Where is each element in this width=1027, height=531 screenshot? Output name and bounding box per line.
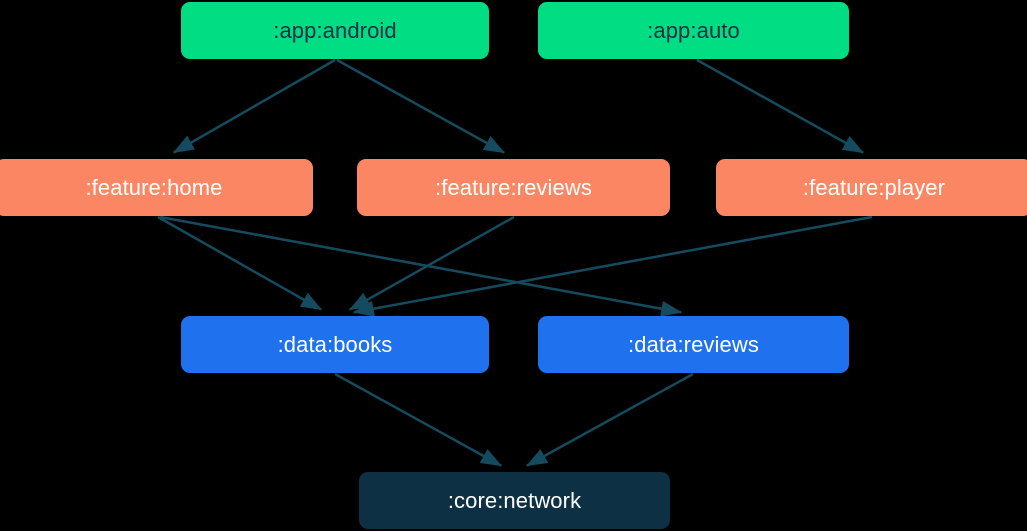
edge-data-books-to-core-network (334, 372, 502, 467)
edge-feature-home-to-data-books (157, 215, 323, 311)
node-label: :feature:home (85, 174, 223, 200)
node-label: :core:network (447, 487, 582, 513)
node-core-network[interactable]: :core:network (359, 472, 670, 529)
edge-feature-player-to-data-books (352, 215, 873, 317)
node-label: :app:android (273, 17, 397, 43)
edge-data-reviews-to-core-network (526, 372, 694, 467)
edge-feature-reviews-to-data-books (348, 215, 515, 311)
node-label: :data:reviews (628, 331, 759, 357)
edge-app-auto-to-feature-player (696, 58, 865, 154)
node-label: :feature:reviews (435, 174, 592, 200)
node-data-reviews[interactable]: :data:reviews (538, 316, 849, 373)
edge-feature-home-to-data-reviews (159, 215, 683, 317)
node-label: :feature:player (802, 174, 946, 200)
node-label: :app:auto (647, 17, 740, 43)
node-label: :data:books (277, 331, 393, 357)
node-app-auto[interactable]: :app:auto (538, 2, 849, 59)
node-data-books[interactable]: :data:books (181, 316, 489, 373)
edges-group (157, 58, 873, 467)
node-feature-home[interactable]: :feature:home (0, 159, 313, 216)
edge-app-android-to-feature-reviews (336, 58, 506, 154)
node-feature-reviews[interactable]: :feature:reviews (357, 159, 670, 216)
edge-app-android-to-feature-home (172, 58, 336, 154)
node-app-android[interactable]: :app:android (181, 2, 489, 59)
node-feature-player[interactable]: :feature:player (716, 159, 1027, 216)
